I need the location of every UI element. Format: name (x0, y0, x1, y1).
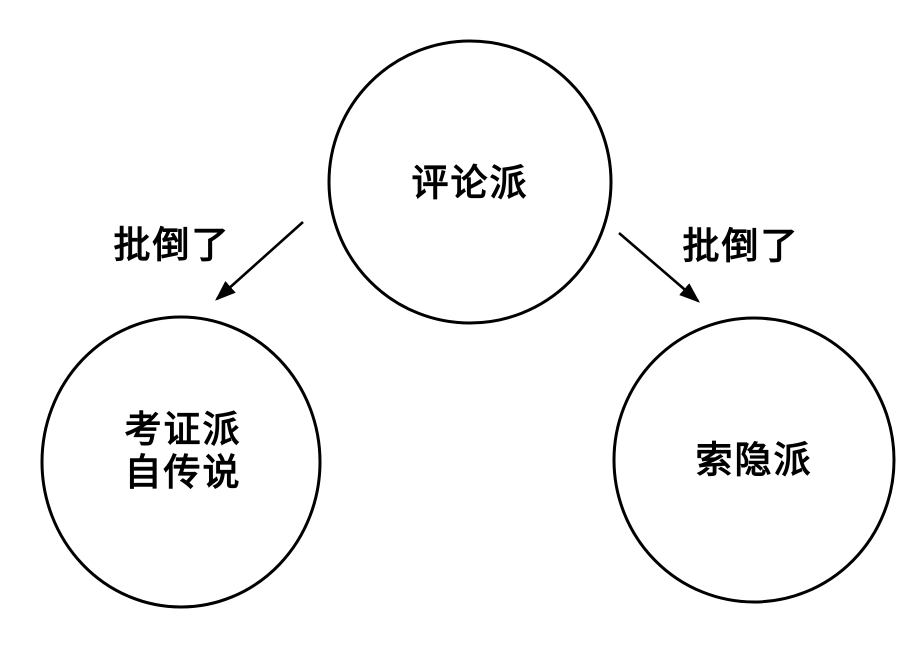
node-label-line: 索隐派 (695, 440, 813, 482)
node-label-line: 评论派 (411, 163, 529, 205)
edge-label-right: 批倒了 (682, 226, 800, 268)
node-circle-commentary-school (327, 39, 613, 325)
node-label-line: 考证派 (124, 410, 242, 451)
node-label-line: 自传说 (124, 453, 242, 494)
edge-label-left: 批倒了 (113, 225, 231, 267)
node-circle-textual-research-school (40, 315, 322, 609)
arrow-top-to-bottom-right-icon (618, 232, 700, 303)
node-label-hidden-meaning-school: 索隐派 (696, 440, 813, 483)
node-label-textual-research-school: 考证派 自传说 (125, 409, 242, 495)
node-circle-hidden-meaning-school (612, 316, 896, 604)
node-label-commentary-school: 评论派 (412, 163, 529, 206)
arrow-top-to-bottom-left-icon (215, 221, 304, 301)
